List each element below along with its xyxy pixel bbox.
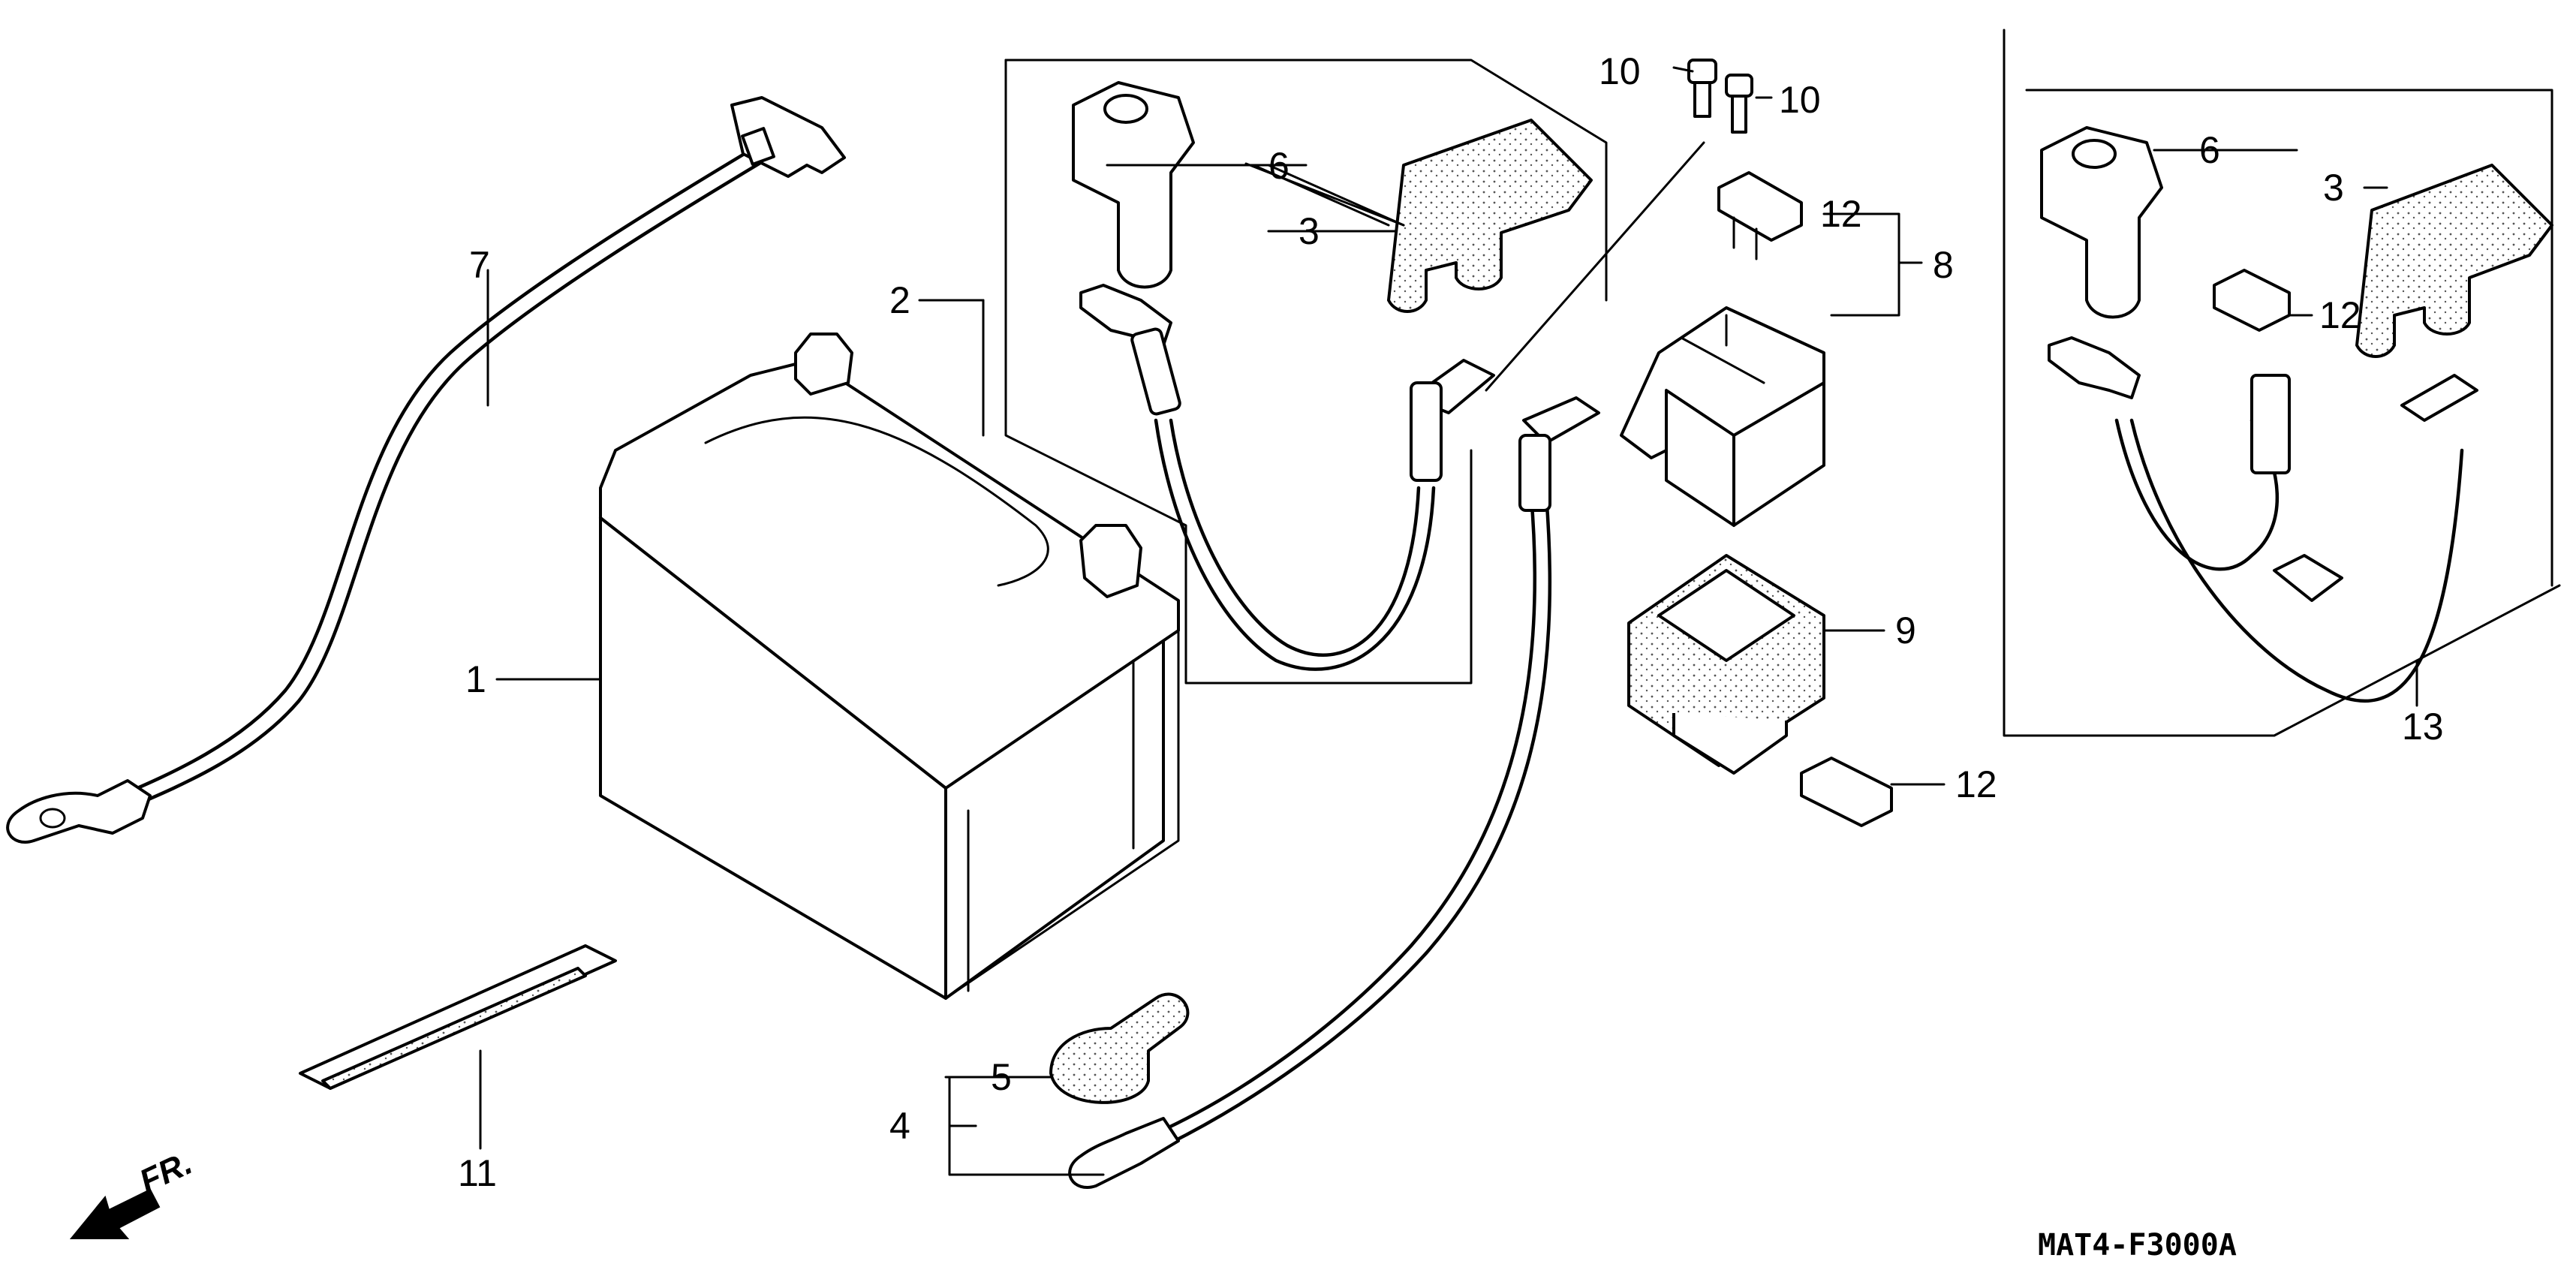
callout-5: 5: [991, 1056, 1012, 1098]
terminal-cover-3b: [2355, 164, 2553, 358]
callout-4: 4: [889, 1105, 910, 1147]
callout-12b: 12: [1955, 763, 1997, 805]
callout-2: 2: [889, 279, 910, 321]
callout-11: 11: [458, 1152, 497, 1194]
front-direction-indicator: FR.: [69, 1145, 198, 1239]
leader-lines: [479, 66, 2418, 1176]
battery-1: [599, 333, 1180, 1000]
callout-3a: 3: [1299, 210, 1320, 252]
front-label: FR.: [134, 1145, 198, 1200]
callout-3b: 3: [2323, 167, 2344, 209]
negative-cable-4: [1068, 396, 1600, 1189]
callout-6b: 6: [2199, 129, 2220, 171]
relay-cover-9: [1627, 554, 1825, 775]
terminal-cover-6: [1072, 81, 1195, 289]
terminal-cover-6b: [2040, 126, 2163, 319]
front-arrow-icon: [69, 1188, 161, 1239]
callout-10a: 10: [1599, 50, 1641, 92]
terminal-boot-5: [1049, 992, 1190, 1104]
diagram-code: MAT4-F3000A: [2038, 1228, 2237, 1262]
callout-10b: 10: [1779, 79, 1821, 121]
callout-1: 1: [465, 658, 486, 700]
starter-relay-8: [1620, 306, 1825, 527]
callout-8: 8: [1933, 244, 1954, 286]
sub-harness-13: [2003, 29, 2561, 737]
callout-labels: 1 2 3 4 5 6 7 8 9 10 10 11 12 12 12 6 3 …: [458, 50, 2444, 1194]
callout-6a: 6: [1268, 145, 1290, 187]
terminal-cover-3: [1387, 119, 1593, 313]
callout-9: 9: [1895, 609, 1916, 652]
callout-13: 13: [2402, 706, 2444, 748]
ground-cable-7: [6, 96, 846, 844]
fuse-12b: [1800, 757, 1893, 827]
fuse-12c: [2213, 269, 2291, 332]
battery-band-11: [299, 944, 617, 1090]
cable-group-2: [1004, 59, 1608, 685]
callout-12a: 12: [1820, 193, 1862, 235]
callout-12c: 12: [2319, 294, 2361, 336]
callout-7: 7: [469, 244, 490, 286]
fuse-12a: [1717, 171, 1803, 260]
